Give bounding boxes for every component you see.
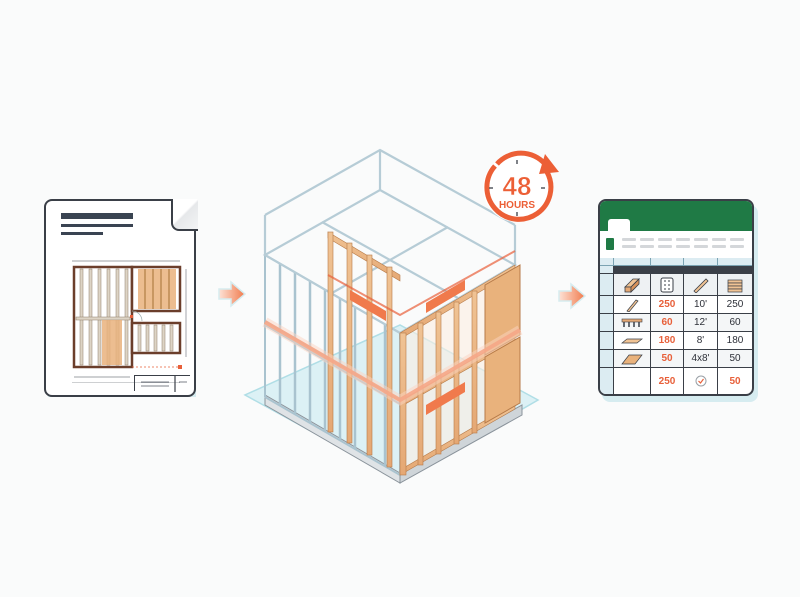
truss-icon (614, 314, 651, 332)
lumber-icon (614, 274, 651, 296)
stud-icon (614, 296, 651, 314)
floor-plan-drawing (72, 260, 187, 383)
total-cell: 250 (718, 296, 752, 314)
doc-subtitle-bar (61, 224, 133, 227)
doc-title-bar (61, 213, 133, 219)
calculator-icon (651, 274, 684, 296)
plank-icon (614, 332, 651, 350)
arrow-right-icon (558, 282, 587, 310)
badge-number: 48 (503, 171, 532, 201)
takeoff-spreadsheet: 250 10' 250 60 12' 60 180 8' 180 50 4x8'… (598, 199, 754, 396)
framing-model-3d (243, 148, 540, 484)
floor-plan-document (44, 199, 196, 397)
sheathing-icon (614, 350, 651, 368)
qty-cell: 250 (651, 296, 684, 314)
sheet-tab (608, 219, 630, 233)
length-cell: 12' (684, 314, 718, 332)
summary-total: 50 (729, 375, 741, 387)
summary-qty: 250 (651, 368, 684, 394)
qty-cell: 180 (651, 332, 684, 350)
qty-cell: 50 (651, 350, 684, 368)
spreadsheet-grid: 250 10' 250 60 12' 60 180 8' 180 50 4x8'… (600, 258, 752, 394)
length-cell: 8' (684, 332, 718, 350)
total-cell: 50 (718, 350, 752, 368)
badge-unit: HOURS (499, 200, 535, 211)
48-hours-timer-badge: 48 HOURS (483, 150, 559, 222)
total-cell: 60 (718, 314, 752, 332)
check-icon (684, 368, 718, 394)
title-block (134, 375, 190, 392)
doc-subtitle-bar (61, 232, 103, 235)
board-icon (684, 274, 718, 296)
length-cell: 4x8' (684, 350, 718, 368)
qty-cell: 60 (651, 314, 684, 332)
app-icon (606, 238, 614, 250)
stack-icon (718, 274, 752, 296)
arrow-right-icon (218, 280, 247, 308)
page-fold-corner (171, 199, 198, 231)
total-cell: 180 (718, 332, 752, 350)
spreadsheet-ribbon (600, 231, 752, 258)
length-cell: 10' (684, 296, 718, 314)
